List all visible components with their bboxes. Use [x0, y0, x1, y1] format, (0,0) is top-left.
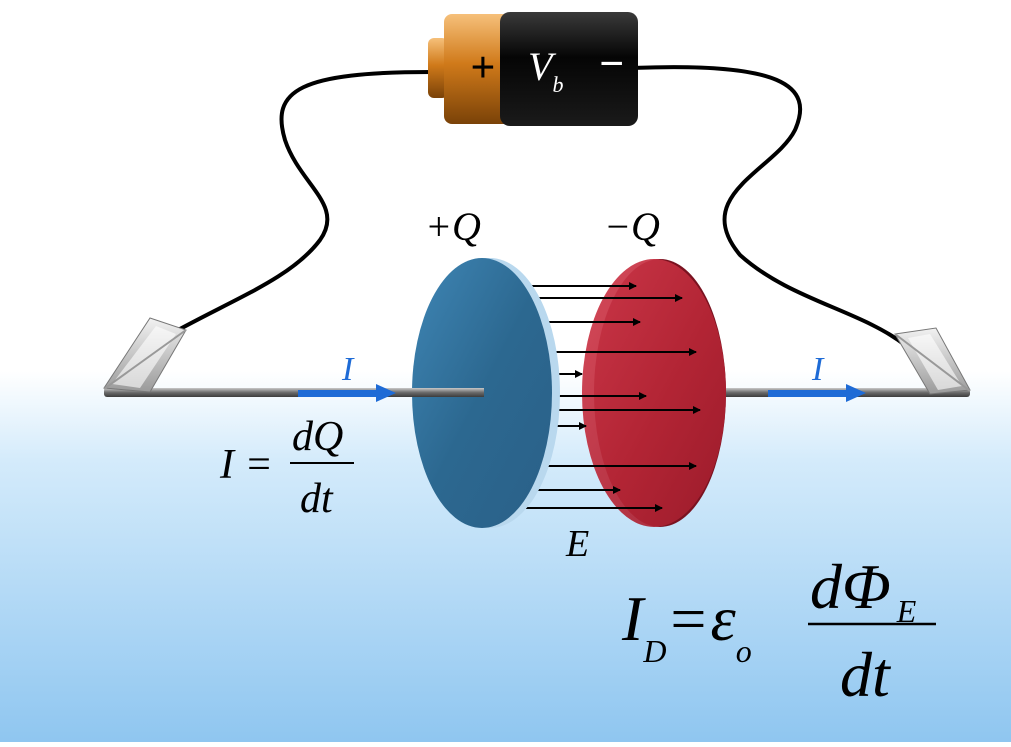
current-equation-numerator: dQ — [292, 414, 343, 460]
current-equation-lhs: I = — [219, 442, 273, 488]
negative-charge-label: −Q — [604, 204, 660, 249]
current-equation: I = dQ dt — [219, 414, 354, 522]
current-equation-denominator: dt — [300, 476, 334, 522]
current-arrow-right — [768, 384, 866, 402]
battery: + Vb − — [428, 12, 638, 126]
alligator-clip-right — [894, 327, 971, 395]
alligator-clip-left — [103, 317, 187, 393]
negative-plate — [582, 259, 726, 527]
field-label: E — [565, 523, 589, 565]
current-arrow-left — [298, 384, 396, 402]
wire-right — [631, 65, 907, 347]
wire-left — [159, 70, 433, 342]
disp-eq-lhs: ID=εo — [621, 583, 752, 669]
disp-eq-denominator: dt — [840, 639, 892, 710]
battery-voltage-symbol: Vb — [528, 44, 563, 97]
battery-plus-sign: + — [470, 43, 495, 92]
current-label-right: I — [811, 351, 825, 388]
current-label-left: I — [341, 351, 355, 388]
positive-plate — [412, 258, 560, 528]
battery-minus-sign: − — [598, 39, 625, 88]
positive-charge-label: +Q — [425, 204, 481, 249]
